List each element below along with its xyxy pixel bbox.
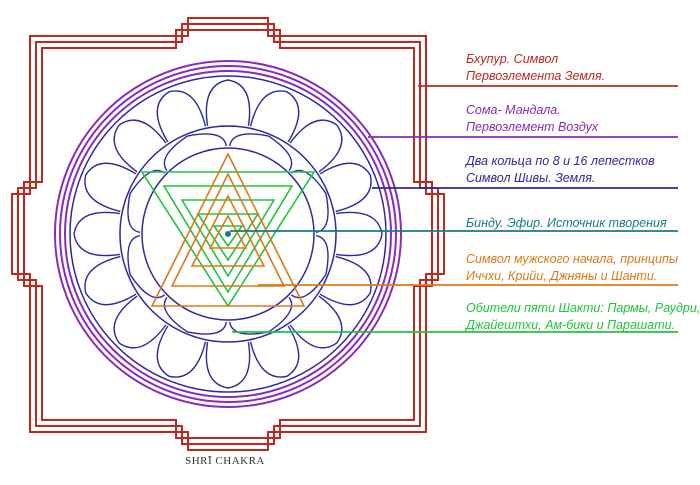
soma-circle-1: [54, 60, 402, 408]
bhupura-outline-3: [23, 29, 433, 439]
lotus-16-petals: [73, 79, 383, 389]
label-lotus-rings: Два кольца по 8 и 16 лепестков Символ Ши…: [466, 153, 655, 187]
shiva-triangle-1: [150, 152, 306, 307]
shiva-triangle-4: [208, 214, 248, 249]
shiva-triangle-2: [170, 172, 286, 287]
label-five-shakti-line1: Обители пяти Шакти: Пармы, Раудри,: [466, 301, 700, 315]
label-five-shakti: Обители пяти Шакти: Пармы, Раудри, Джайе…: [466, 300, 700, 334]
label-bhupura-line2: Первоэлемента Земля.: [466, 69, 606, 83]
lotus-petal-rings: [69, 75, 387, 393]
lotus-middle-circle: [119, 125, 337, 343]
bhupura-square: [11, 17, 445, 451]
soma-circle-2: [59, 65, 397, 403]
bindu-dot: [225, 231, 231, 237]
label-bhupura-line1: Бхупур. Символ: [466, 52, 559, 66]
bhupura-outline-2: [17, 23, 439, 445]
shakti-triangle-3: [180, 199, 276, 278]
soma-circle-3: [64, 70, 392, 398]
leader-lines: [230, 85, 678, 333]
label-masculine-principle: Символ мужского начала, принципы Иччхи, …: [466, 251, 678, 285]
label-lotus-rings-line1: Два кольца по 8 и 16 лепестков: [466, 154, 655, 168]
lotus-inner-circle: [141, 147, 315, 321]
label-masculine-principle-line1: Символ мужского начала, принципы: [466, 252, 679, 266]
shakti-triangle-4: [196, 213, 260, 262]
label-soma-mandala-line2: Первоэлемент Воздух: [466, 120, 599, 134]
label-masculine-principle-line2: Иччхи, Крийи, Джняны и Шанти.: [466, 269, 658, 283]
concentric-circles: [54, 60, 402, 408]
label-bindu: Бинду. Эфир. Источник творения: [466, 215, 667, 232]
interlocking-triangles: [140, 152, 316, 308]
label-soma-mandala: Сома- Мандала. Первоэлемент Воздух: [466, 102, 598, 136]
label-five-shakti-line2: Джайештхи, Ам-бики и Парашати.: [466, 318, 676, 332]
label-bhupura: Бхупур. Символ Первоэлемента Земля.: [466, 51, 605, 85]
label-bindu-line1: Бинду. Эфир. Источник творения: [466, 216, 667, 230]
diagram-caption: SHRĪ CHAKRA: [185, 455, 265, 467]
shakti-triangle-5: [212, 225, 244, 248]
label-soma-mandala-line1: Сома- Мандала.: [466, 103, 561, 117]
lotus-outer-boundary: [69, 75, 387, 393]
label-lotus-rings-line2: Символ Шивы. Земля.: [466, 171, 596, 185]
bindu-point: [225, 231, 231, 237]
